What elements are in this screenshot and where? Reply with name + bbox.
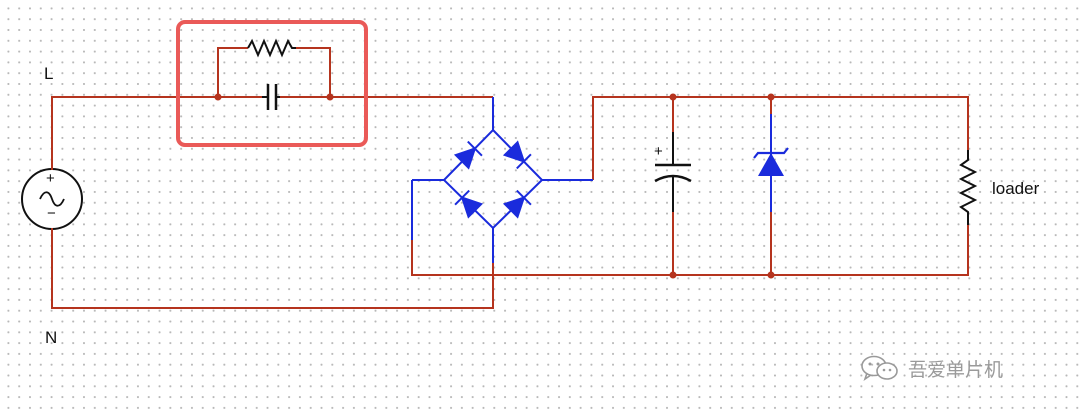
bridge-diode-3 <box>454 189 484 219</box>
junction-dot <box>669 271 677 279</box>
wire-l-line <box>51 96 218 170</box>
bridge-diode-1 <box>453 140 483 170</box>
wire-n-line <box>51 228 494 309</box>
bridge-rectifier <box>453 140 532 219</box>
label-load: loader <box>992 179 1040 198</box>
bridge-diode-4 <box>502 189 532 219</box>
junction-dot <box>669 93 677 101</box>
dropper-resistor <box>247 38 296 58</box>
junction-dot <box>214 93 222 101</box>
bridge-wires <box>411 97 593 263</box>
filter-capacitor <box>654 132 692 212</box>
watermark-text: 吾爱单片机 <box>908 358 1004 381</box>
source-plus-sign: + <box>46 170 55 187</box>
highlight-box <box>176 20 368 147</box>
wire-dc-positive <box>592 96 969 180</box>
red-wires <box>51 47 969 309</box>
wire-rc-top-right <box>296 47 331 97</box>
bridge-diamond <box>442 128 544 230</box>
label-neutral: N <box>45 328 58 347</box>
zener-diode <box>753 114 789 212</box>
junction-dot <box>326 93 334 101</box>
junction-dots <box>214 93 775 279</box>
junction-dot <box>767 271 775 279</box>
junction-dot <box>767 93 775 101</box>
dropper-capacitor <box>262 84 280 110</box>
watermark: 吾爱单片机 <box>858 354 1003 382</box>
ac-source-icon <box>21 165 83 233</box>
cap-plus-sign: + <box>654 143 663 160</box>
label-line: L <box>44 64 54 83</box>
source-minus-sign: − <box>47 205 56 222</box>
load-resistor <box>958 150 978 225</box>
wire-rc-top <box>217 47 248 97</box>
wechat-icon <box>861 355 898 381</box>
bridge-diode-2 <box>502 140 532 170</box>
wire-dc-negative <box>411 225 969 276</box>
